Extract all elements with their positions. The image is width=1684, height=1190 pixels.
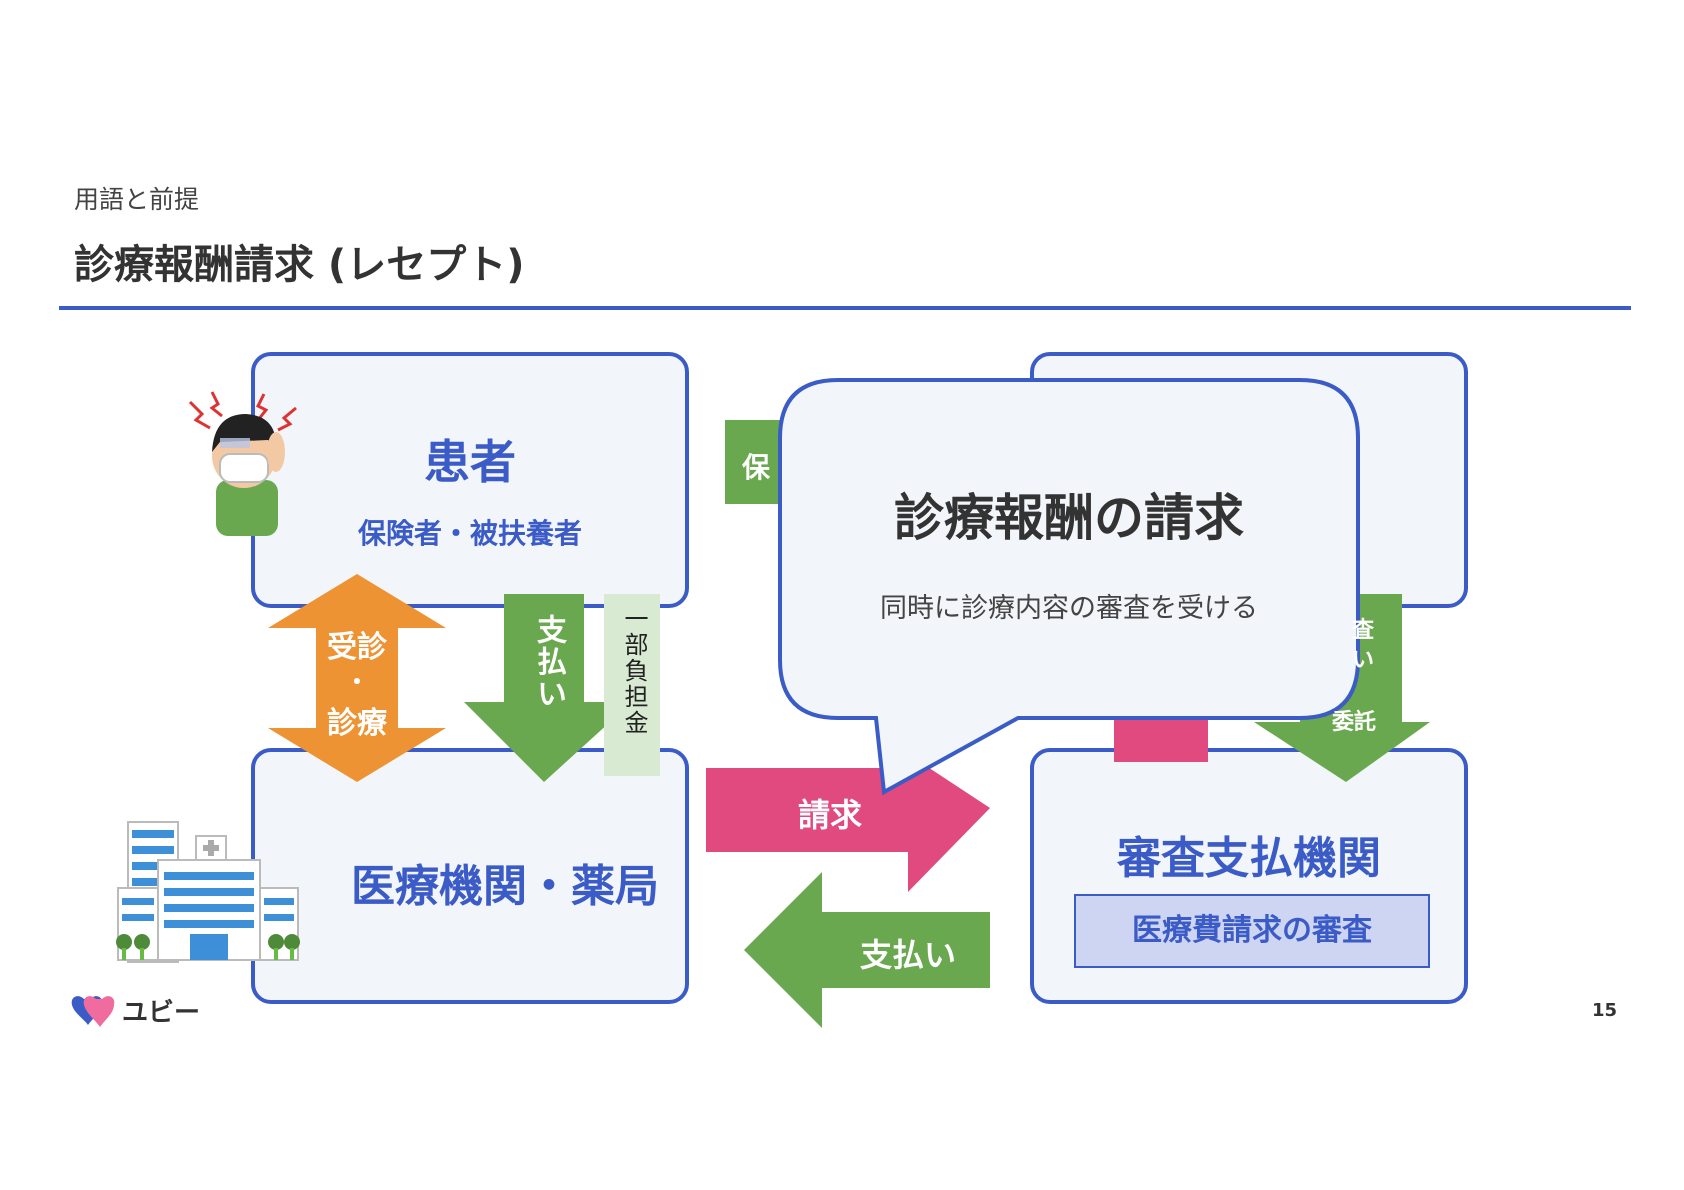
brand-logo: ユビー	[70, 992, 200, 1029]
section-label: 用語と前提	[74, 185, 200, 214]
patient-title: 患者	[424, 435, 516, 489]
consult-label-3: 診療	[327, 706, 387, 741]
hospital-title: 医療機関・薬局	[351, 861, 659, 912]
copay-label-bg	[604, 594, 660, 776]
patient-subtitle: 保険者・被扶養者	[357, 517, 582, 550]
consult-label-2: ・	[345, 668, 369, 696]
pay-patient-label: 支払い	[531, 614, 566, 710]
patient-box: 患者 保険者・被扶養者	[251, 352, 689, 608]
pay-patient-arrow	[464, 594, 632, 782]
claim-label: 請求	[797, 796, 862, 834]
claim-arrow	[706, 754, 990, 892]
page-number: 15	[1592, 1000, 1618, 1021]
partial-right-label-1: 査	[1352, 618, 1375, 643]
page-title: 診療報酬請求 (レセプト)	[74, 242, 525, 288]
payment-label: 支払い	[859, 936, 956, 974]
payment-arrow	[744, 872, 990, 1028]
callout-body: 同時に診療内容の審査を受ける	[880, 593, 1258, 624]
review-title: 審査支払機関	[1117, 833, 1381, 884]
heart-logo-icon	[71, 995, 115, 1027]
review-badge: 医療費請求の審査	[1074, 894, 1430, 968]
partial-right-label-2: い	[1352, 648, 1375, 673]
callout-title: 診療報酬の請求	[894, 489, 1244, 547]
partial-right-label-3: 委託	[1332, 710, 1377, 735]
partial-left-label: 保	[742, 451, 771, 484]
consult-label-1: 受診	[327, 630, 387, 665]
callout-bubble	[778, 378, 1360, 796]
copay-label: 一部負担金	[620, 606, 648, 736]
brand-name: ユビー	[122, 998, 201, 1028]
hospital-box: 医療機関・薬局	[251, 748, 689, 1004]
consult-arrow	[268, 574, 446, 782]
review-box: 審査支払機関 医療費請求の審査	[1030, 748, 1468, 1004]
title-divider	[59, 306, 1631, 310]
